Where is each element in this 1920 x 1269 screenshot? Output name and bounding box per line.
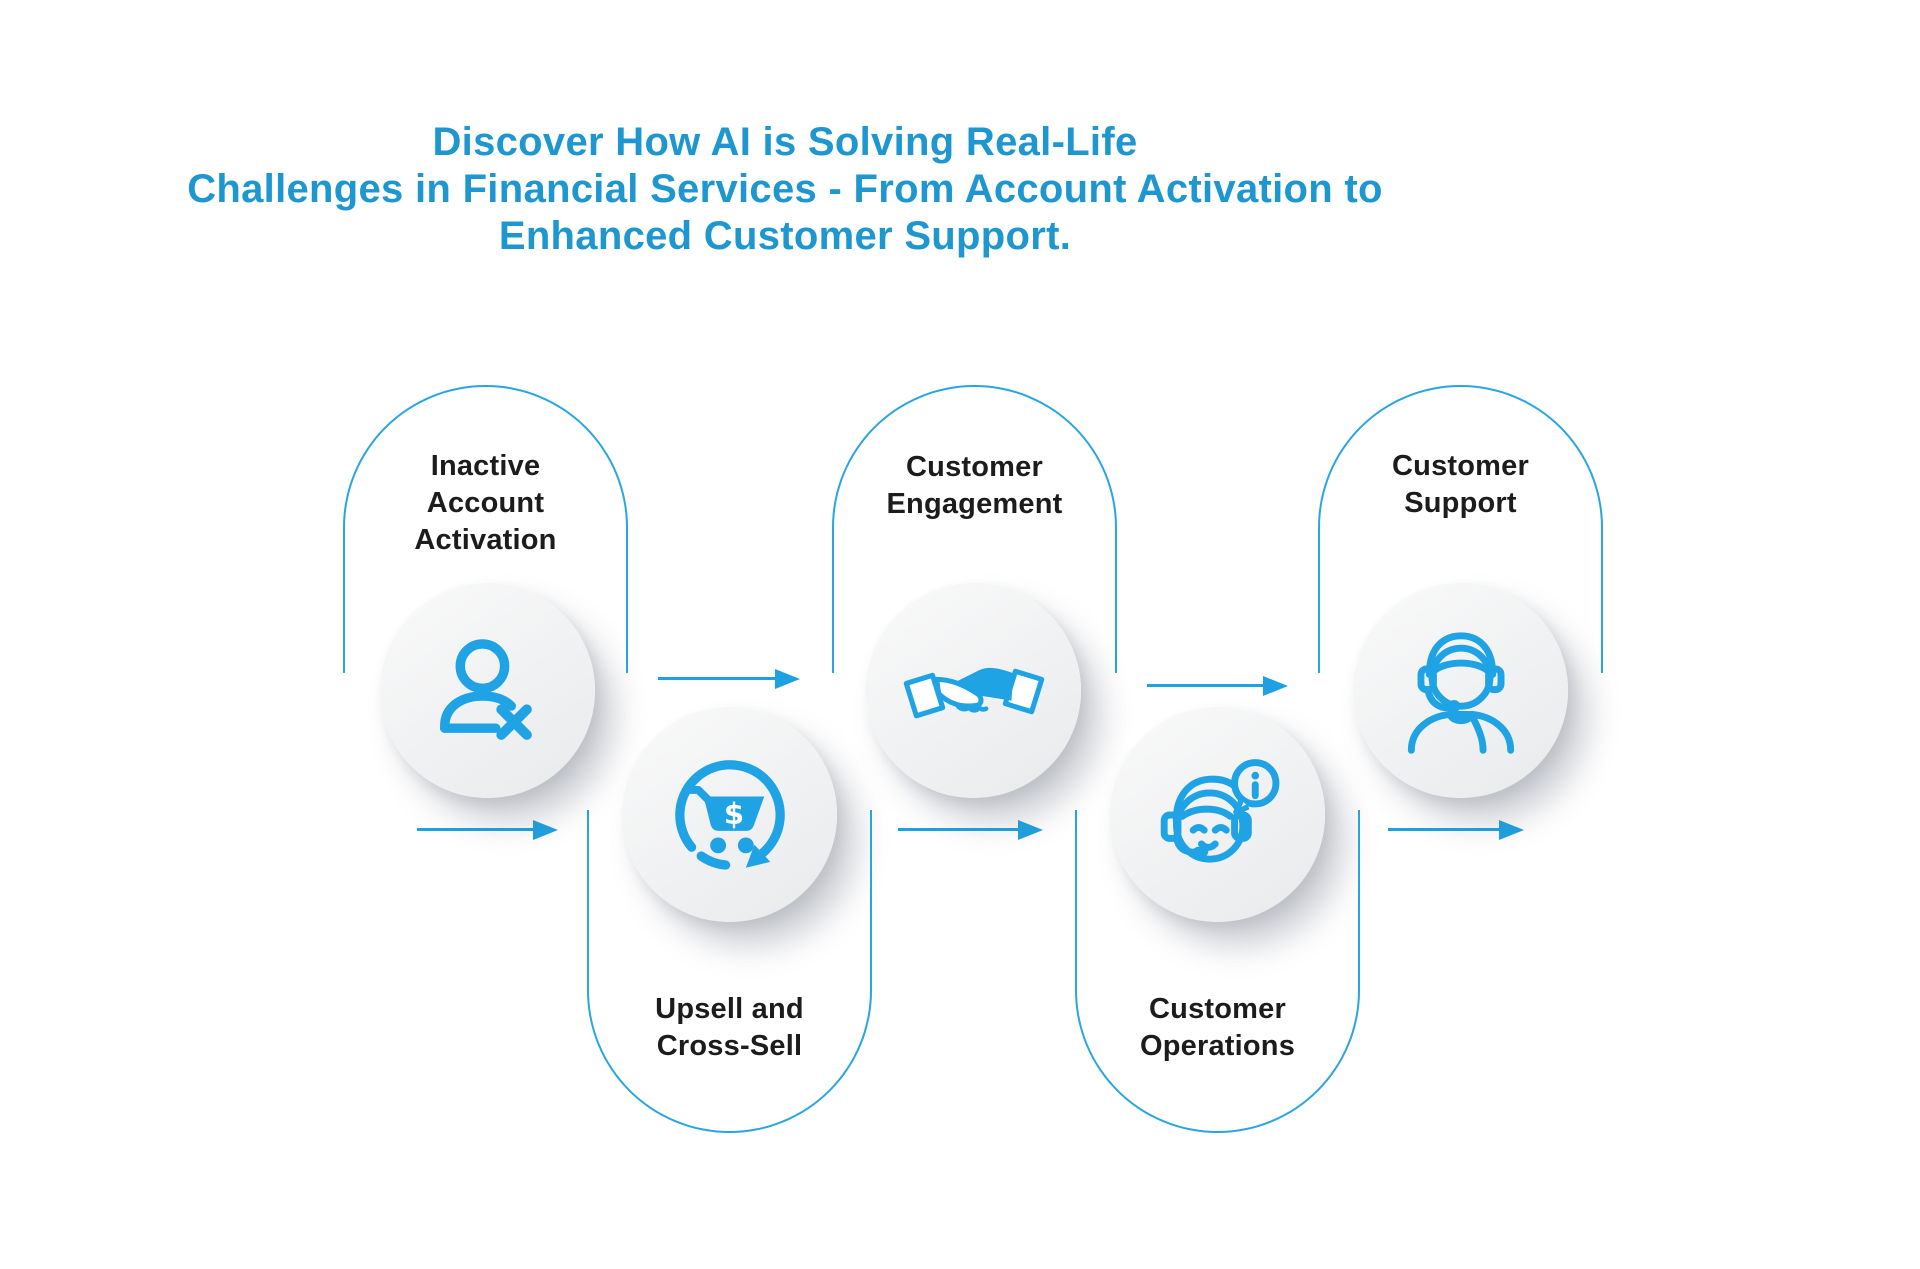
stage-label: Upsell and Cross-Sell [587,991,872,1065]
label-line: Customer [906,451,1043,483]
icon-circle [1110,707,1325,922]
stage-label: Customer Support [1318,448,1603,522]
stage-label: Customer Operations [1075,991,1360,1065]
label-line: Inactive [430,450,541,482]
arch-outline [832,385,1117,673]
label-line: Customer [1149,993,1286,1025]
label-line: Customer [1392,450,1529,482]
title-line-1: Discover How AI is Solving Real-Life [432,120,1138,164]
icon-circle [866,583,1081,798]
handshake-icon [903,667,1044,719]
label-line: Activation [414,524,557,556]
label-line: Operations [1139,1030,1296,1062]
arch-outline [343,385,628,673]
svg-text:$: $ [723,797,743,831]
flow-arrow-right-icon [658,677,775,680]
label-line: Cross-Sell [656,1030,803,1062]
flow-arrow-right-icon [1388,828,1499,831]
icon-circle [1353,583,1568,798]
page-title: Discover How AI is Solving Real-Life Cha… [0,119,1570,260]
label-line: Engagement [886,488,1063,520]
arch-outline [1075,810,1360,1133]
label-line: Support [1404,487,1517,519]
stage-label: Inactive Account Activation [343,448,628,559]
cart-repeat-icon: $ [674,759,785,870]
title-line-3: Enhanced Customer Support. [498,214,1072,258]
agent-info-bubble-icon [1160,758,1279,863]
flow-arrow-right-icon [417,828,533,831]
flow-arrow-right-icon [898,828,1018,831]
arch-outline [587,810,872,1133]
title-line-2: Challenges in Financial Services - From … [187,167,1383,211]
arch-outline [1318,385,1603,673]
headset-agent-icon [1407,631,1514,754]
icon-circle [380,583,595,798]
label-line: Account [426,487,545,519]
flow-arrow-right-icon [1147,684,1263,687]
user-deactivated-icon [439,639,532,740]
label-line: Upsell and [655,993,804,1025]
icon-circle: $ [622,707,837,922]
stage-label: Customer Engagement [832,449,1117,523]
